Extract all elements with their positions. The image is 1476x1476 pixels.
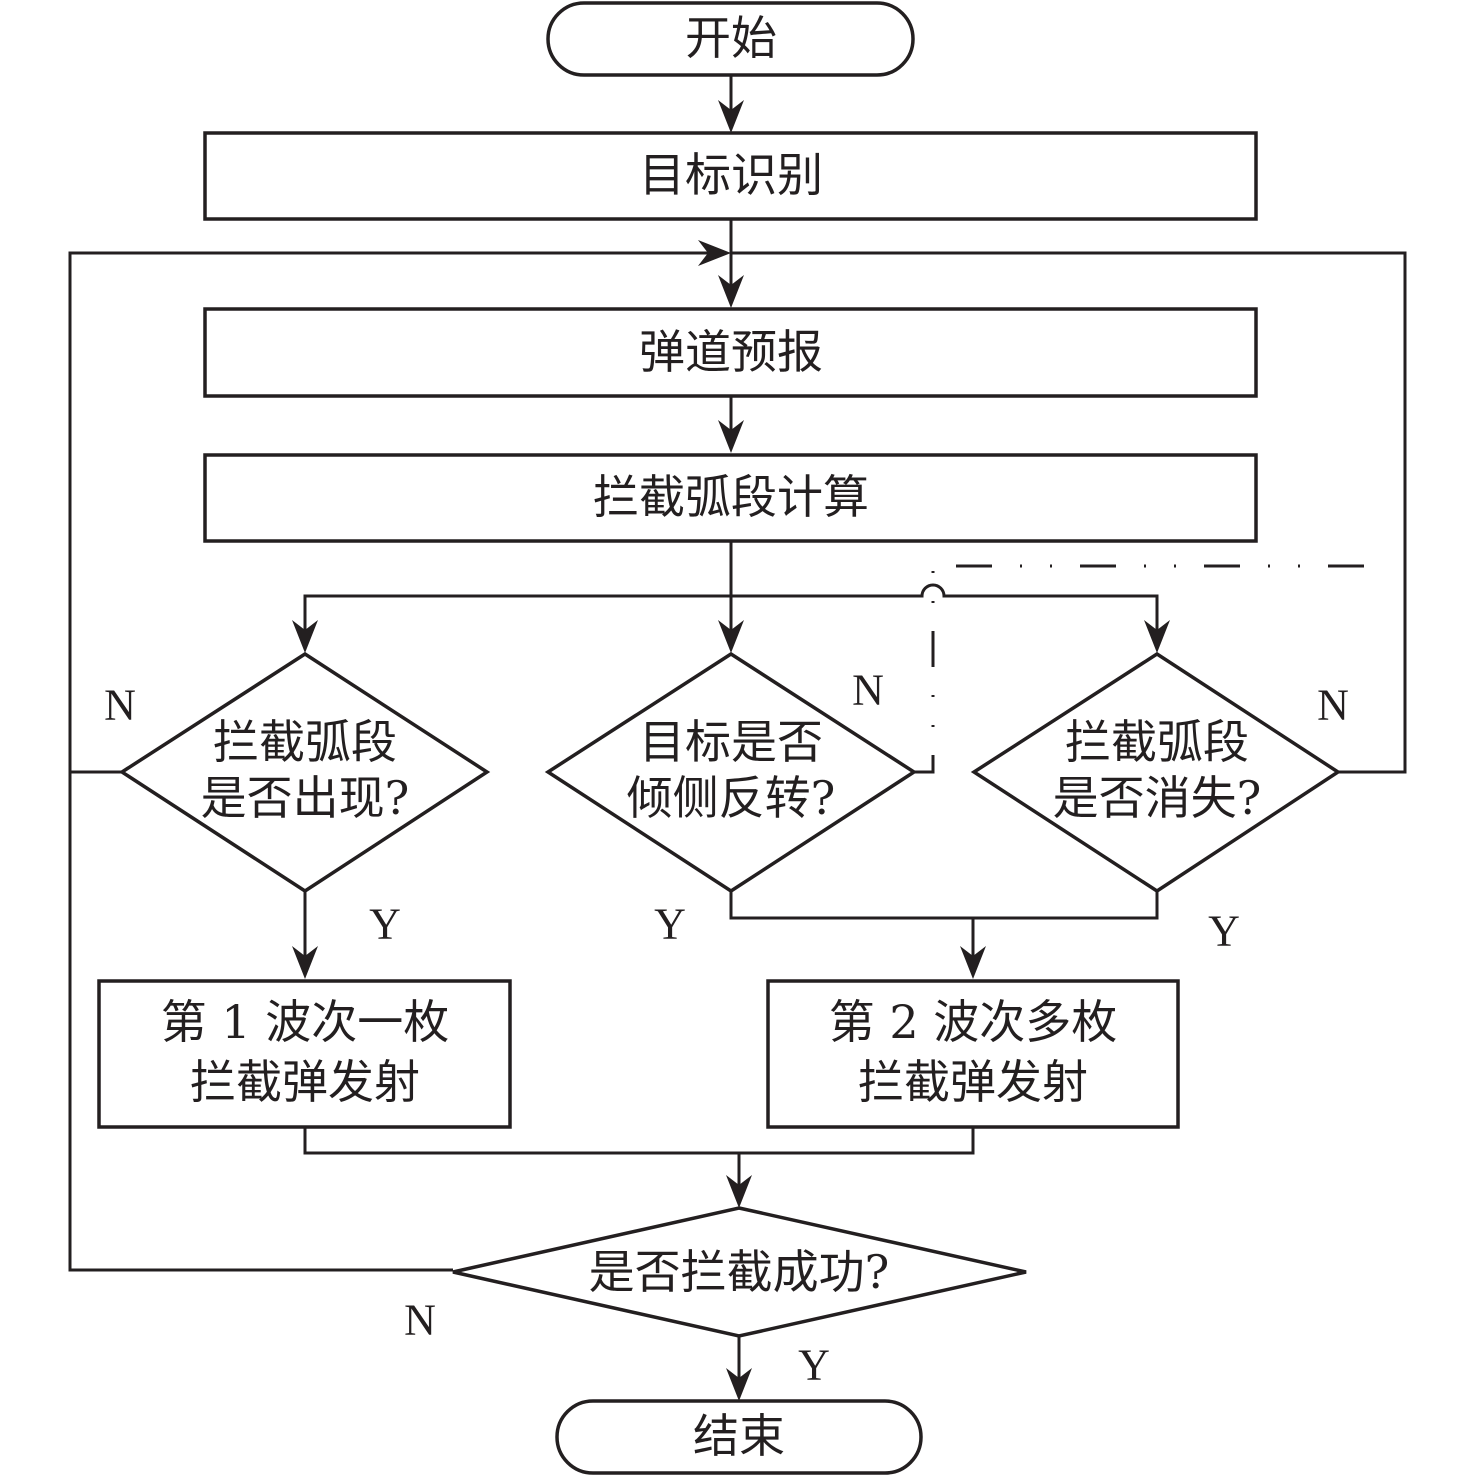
label-no: N — [1317, 681, 1349, 730]
decision-target-flip: 目标是否 倾侧反转? — [544, 651, 918, 894]
decision-arc-vanish: 拦截弧段 是否消失? — [970, 651, 1342, 894]
label-no: N — [404, 1296, 436, 1345]
decision-line-1: 目标是否 — [639, 715, 823, 769]
trajectory-prediction-text: 弹道预报 — [639, 325, 823, 379]
label-yes: Y — [798, 1341, 830, 1390]
arrow-icon — [718, 420, 744, 453]
arc-calculation-box: 拦截弧段计算 — [203, 453, 1258, 543]
label-no: N — [852, 666, 884, 715]
end-terminal: 结束 — [555, 1399, 923, 1475]
arrow-icon — [698, 240, 731, 266]
edge-loop-back-left — [68, 251, 712, 772]
wave1-launch-box: 第 1 波次一枚 拦截弹发射 — [97, 979, 512, 1129]
label-yes: Y — [654, 900, 686, 949]
trajectory-prediction-box: 弹道预报 — [203, 307, 1258, 398]
edge-flip-no-dashed — [914, 564, 1385, 774]
decision-shape — [544, 651, 918, 894]
process-shape — [203, 453, 1258, 543]
decision-shape — [970, 651, 1342, 894]
process-shape — [766, 979, 1180, 1129]
decision-success-text: 是否拦截成功? — [589, 1245, 890, 1299]
wave2-line-1: 第 2 波次多枚 — [829, 995, 1118, 1049]
arrow-icon — [718, 620, 744, 653]
process-shape — [97, 979, 512, 1129]
wave2-launch-box: 第 2 波次多枚 拦截弹发射 — [766, 979, 1180, 1129]
end-shape — [555, 1399, 923, 1475]
arrow-icon — [726, 1368, 752, 1401]
label-no: N — [104, 681, 136, 730]
process-shape — [203, 307, 1258, 398]
decision-shape — [452, 1206, 1027, 1338]
edge-split-branches — [303, 583, 1159, 640]
label-yes: Y — [1208, 907, 1240, 956]
decision-line-1: 拦截弧段 — [213, 715, 397, 769]
start-shape — [546, 1, 915, 77]
arrow-icon — [718, 100, 744, 133]
wave2-line-2: 拦截弹发射 — [858, 1055, 1088, 1109]
target-recognition-box: 目标识别 — [203, 131, 1258, 221]
edge-waves-merge — [303, 1127, 975, 1155]
arrow-icon — [292, 946, 318, 979]
decision-success: 是否拦截成功? — [452, 1206, 1027, 1338]
arrow-icon — [960, 946, 986, 979]
label-yes: Y — [369, 900, 401, 949]
decision-arc-appear: 拦截弧段 是否出现? — [118, 651, 491, 894]
arrowheads — [292, 100, 1170, 1401]
decision-line-2: 是否消失? — [1053, 771, 1262, 825]
edge-vanish-no-loop — [731, 251, 1407, 774]
wave1-line-1: 第 1 波次一枚 — [161, 995, 450, 1049]
start-terminal: 开始 — [546, 1, 915, 77]
arrow-icon — [718, 275, 744, 308]
arc-calculation-text: 拦截弧段计算 — [593, 470, 869, 524]
target-recognition-text: 目标识别 — [639, 148, 823, 202]
branch-labels: N N N Y Y Y N Y — [104, 666, 1349, 1390]
decision-shape — [118, 651, 491, 894]
decision-line-1: 拦截弧段 — [1065, 715, 1249, 769]
arrow-icon — [1144, 620, 1170, 653]
arrow-icon — [292, 620, 318, 653]
edge-success-no-loop — [68, 770, 453, 1272]
end-text: 结束 — [693, 1409, 785, 1463]
decision-line-2: 倾侧反转? — [627, 771, 836, 825]
wave1-line-2: 拦截弹发射 — [190, 1055, 420, 1109]
arrow-icon — [726, 1175, 752, 1208]
decision-line-2: 是否出现? — [201, 771, 410, 825]
process-shape — [203, 131, 1258, 221]
edge-flip-vanish-yes-merge — [729, 892, 1159, 920]
start-text: 开始 — [685, 11, 777, 65]
